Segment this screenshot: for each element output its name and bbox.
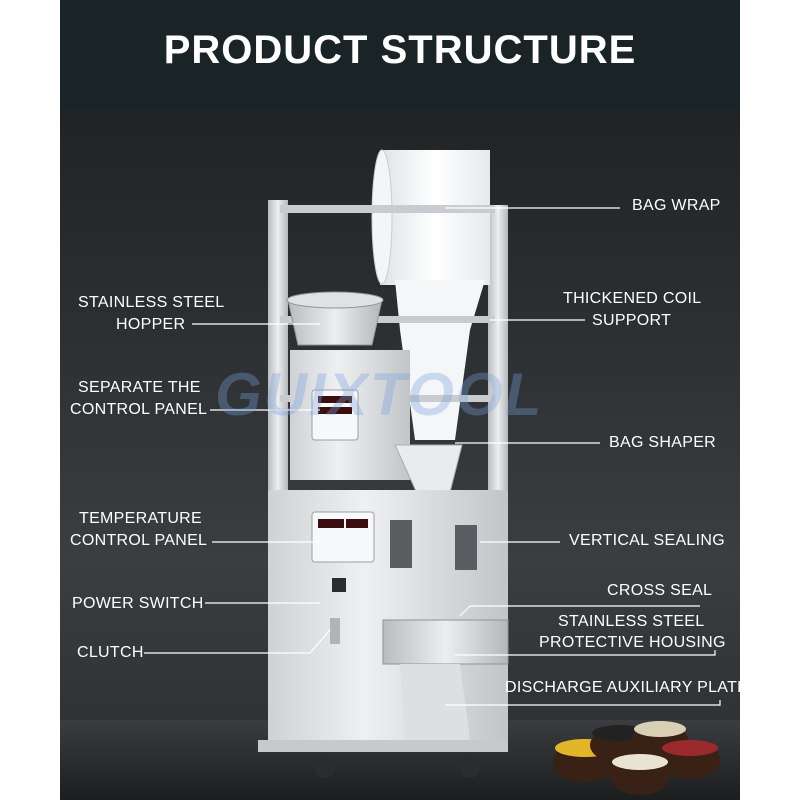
machine-base [258,740,508,752]
leader-housing [455,650,716,656]
page-title: PRODUCT STRUCTURE [163,28,637,72]
temp-display-2 [346,519,368,528]
bag-roll-end [371,149,393,285]
label-coil-line1: THICKENED COIL [563,290,702,307]
bowl-4-grain [662,740,718,756]
clutch-lever [330,618,340,644]
bowl-5-grain [612,754,668,770]
power-switch-block [332,578,346,592]
sealer-right [455,525,477,570]
bowl-3-grain [634,721,686,737]
frame-left-post [268,200,288,500]
hopper-rim [286,291,384,309]
label-bag-shaper: BAG SHAPER [609,434,717,451]
label-temp-line2: CONTROL PANEL [70,532,208,549]
label-housing-line1: STAINLESS STEEL [558,613,705,630]
frame-right-post [488,205,508,500]
label-clutch: CLUTCH [77,644,144,661]
discharge-plate [400,664,470,740]
label-hopper-line1: STAINLESS STEEL [78,294,225,311]
leader-discharge [445,700,721,706]
label-bag-wrap: BAG WRAP [632,197,721,214]
temp-display-1 [318,519,344,528]
leader-cross-seal [459,605,700,617]
label-cross-seal: CROSS SEAL [607,582,713,599]
label-panel-line1: SEPARATE THE [78,379,201,396]
label-coil-line2: SUPPORT [592,312,672,329]
label-discharge-plate: DISCHARGE AUXILIARY PLATE [505,679,749,696]
rod-top [280,205,495,213]
wheel-left [315,758,335,778]
wheel-right [460,758,480,778]
upper-display-1 [318,396,352,403]
sealer-left [390,520,412,568]
watermark-text: GUIXTOOL [215,361,544,428]
leader-clutch [144,629,331,654]
label-housing-line2: PROTECTIVE HOUSING [539,634,726,651]
label-vertical-sealing: VERTICAL SEALING [569,532,725,549]
label-temp-line1: TEMPERATURE [79,510,203,527]
label-panel-line2: CONTROL PANEL [70,401,208,418]
rod-middle [280,316,495,323]
protective-housing [382,619,509,665]
label-power-switch: POWER SWITCH [72,595,204,612]
upper-display-2 [318,407,352,414]
header-band [60,0,740,110]
bag-roll-body [380,150,490,285]
label-hopper-line2: HOPPER [116,316,186,333]
